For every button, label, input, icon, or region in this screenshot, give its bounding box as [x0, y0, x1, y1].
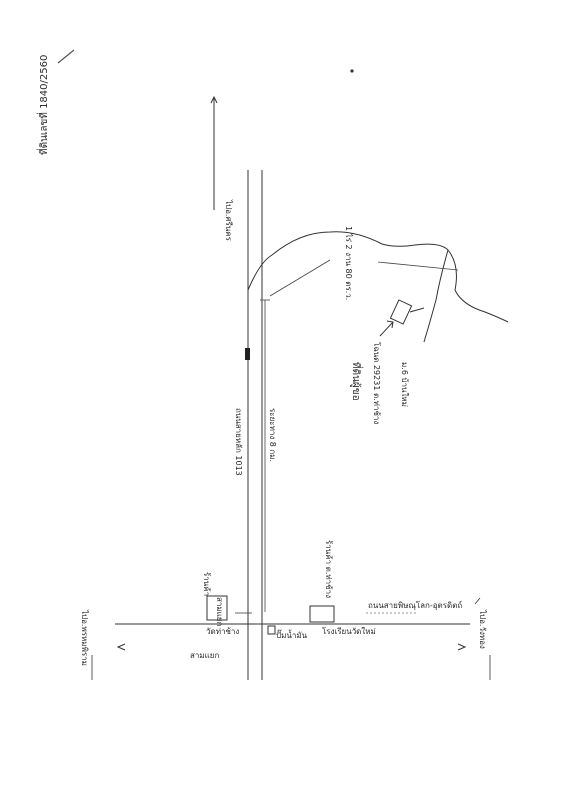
site-owner-label: โฉนด 29231 ต.ท่าช้าง	[372, 342, 381, 425]
landmark-left-label: ร้านค้า	[202, 572, 211, 597]
house-icon	[389, 299, 413, 325]
road-marker	[245, 348, 250, 360]
pen-mark	[57, 49, 75, 64]
to-west-label: ไปอ.พรหมพิราม	[80, 610, 89, 666]
to-east-label: ไปอ.วังทอง	[478, 610, 487, 649]
main-distance-label: ระยะทาง 8 กม.	[268, 408, 277, 463]
shop-right-box	[309, 605, 335, 623]
cross-road-name-label: ถนนสายพิษณุโลก-อุตรดิตถ์	[368, 601, 463, 610]
wat-label: วัดท่าช้าง	[206, 627, 240, 636]
junction-label: สามแยก	[215, 597, 224, 627]
small-box	[267, 625, 276, 635]
north-arrow-icon	[210, 95, 218, 210]
pointer-arrow-icon	[379, 320, 394, 337]
ink-dot	[350, 69, 354, 73]
main-road-name-label: ถนนสายหลัก 1013	[234, 408, 243, 476]
landmark-right-label: ร้านค้า ต.ท่าช้าง	[324, 540, 333, 598]
to-north-label: ไปอ.ศรีนคร	[224, 200, 233, 241]
west-arrow-icon	[116, 643, 126, 651]
site-village-label: ม.6 บ้านใหม่	[400, 362, 409, 407]
company-label: สามแยก	[190, 651, 220, 660]
east-arrow-icon	[457, 643, 467, 651]
school-label: โรงเรียนวัดใหม่	[322, 627, 376, 636]
shop-left-box	[206, 595, 228, 621]
site-title-label: ที่ดินผู้ขอ	[350, 362, 361, 401]
ref-number-label: ที่ดินเลขที่ 1840/2560	[39, 54, 50, 155]
land-parcel-outline	[247, 231, 509, 343]
area-pointer	[269, 259, 331, 297]
gas-station-label: ปั๊มน้ำมัน	[276, 631, 308, 640]
area-label: 1 ไร่ 2 งาน 80 ตร.ว.	[344, 226, 353, 301]
